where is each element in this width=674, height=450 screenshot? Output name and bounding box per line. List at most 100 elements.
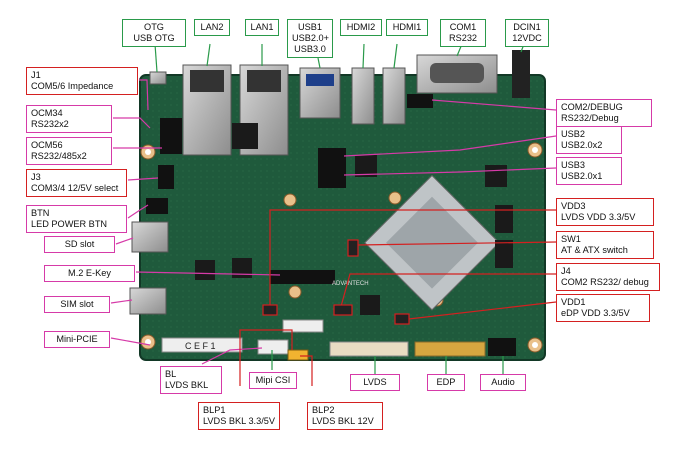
label-m2: M.2 E-Key	[44, 265, 135, 282]
label-sw1-title: SW1	[561, 234, 581, 244]
label-sd-title: SD slot	[64, 239, 95, 249]
label-blp1: BLP1 LVDS BKL 3.3/5V	[198, 402, 280, 430]
label-blp1-desc: LVDS BKL 3.3/5V	[203, 416, 276, 426]
label-usb1: USB1 USB2.0+ USB3.0	[287, 19, 333, 58]
label-audio: Audio	[480, 374, 526, 391]
header-ocm34	[160, 118, 182, 154]
leader-bl	[201, 347, 263, 365]
label-otg-title: OTG	[144, 22, 164, 32]
leader-sim	[110, 299, 133, 304]
label-usb3-desc: USB2.0x1	[561, 171, 603, 181]
chip	[355, 155, 377, 177]
com2-header	[407, 94, 433, 108]
label-sim-title: SIM slot	[60, 299, 94, 309]
label-com1-title: COM1	[449, 22, 477, 32]
mount-hole	[145, 149, 151, 155]
label-lan2: LAN2	[194, 19, 230, 36]
label-otg-desc: USB OTG	[133, 33, 175, 43]
label-ocm56-desc: RS232/485x2	[31, 151, 87, 161]
label-com1: COM1 RS232	[440, 19, 486, 47]
label-dcin1-desc: 12VDC	[512, 33, 542, 43]
label-usb2-title: USB2	[561, 129, 586, 139]
label-usb1-title: USB1	[297, 22, 322, 32]
leader-blp1	[239, 329, 293, 386]
sim-slot	[129, 287, 167, 315]
soc-inner	[386, 196, 478, 289]
label-sw1-desc: AT & ATX switch	[561, 245, 628, 255]
leader-m2	[135, 271, 281, 276]
m2-slot	[270, 270, 335, 284]
label-usb2-desc: USB2.0x2	[561, 140, 603, 150]
leader-usb3	[343, 167, 557, 176]
leader-ocm34	[113, 117, 151, 129]
label-j1: J1 COM5/6 Impedance	[26, 67, 138, 95]
header-j3	[158, 165, 174, 189]
sd-slot	[131, 221, 169, 253]
jumper-vdd3	[262, 304, 278, 316]
leader-hdmi1	[393, 43, 398, 69]
label-hdmi1-title: HDMI1	[392, 22, 422, 32]
leader-blp2	[300, 355, 313, 386]
mount-hole	[288, 285, 302, 299]
label-minipcie: Mini-PCIE	[44, 331, 110, 348]
chip	[195, 260, 215, 280]
chip	[495, 205, 513, 233]
label-ocm56-title: OCM56	[31, 140, 63, 150]
label-com2-title: COM2/DEBUG	[561, 102, 623, 112]
label-ocm34-desc: RS232x2	[31, 119, 69, 129]
label-com2-desc: RS232/Debug	[561, 113, 619, 123]
label-lvds-title: LVDS	[363, 377, 387, 387]
leader-lan2	[206, 43, 211, 67]
label-lan1-title: LAN1	[250, 22, 274, 32]
mount-hole	[532, 342, 538, 348]
label-ocm34: OCM34 RS232x2	[26, 105, 112, 133]
label-usb3: USB3 USB2.0x1	[556, 157, 622, 185]
label-vdd1: VDD1 eDP VDD 3.3/5V	[556, 294, 650, 322]
mount-hole	[283, 193, 297, 207]
minipcie-slot	[161, 337, 243, 353]
label-blp2: BLP2 LVDS BKL 12V	[307, 402, 383, 430]
leader-vdd1	[399, 301, 557, 321]
label-hdmi1: HDMI1	[386, 19, 428, 36]
label-usb3-title: USB3	[561, 160, 586, 170]
leader-com2	[431, 99, 557, 111]
label-usb1-line2: USB2.0+	[292, 33, 330, 43]
label-com2: COM2/DEBUG RS232/Debug	[556, 99, 652, 127]
mipi-connector	[282, 319, 324, 333]
chip	[232, 123, 258, 149]
mount-hole	[145, 339, 151, 345]
label-lan1: LAN1	[245, 19, 279, 36]
label-vdd3: VDD3 LVDS VDD 3.3/5V	[556, 198, 654, 226]
label-mipi: Mipi CSI	[249, 372, 297, 389]
label-vdd3-desc: LVDS VDD 3.3/5V	[561, 212, 636, 222]
label-sw1: SW1 AT & ATX switch	[556, 231, 654, 259]
label-btn-desc: LED POWER BTN	[31, 219, 108, 229]
label-bl-title: BL	[165, 369, 177, 379]
leader-vdd3	[269, 209, 556, 312]
label-vdd3-title: VDD3	[561, 201, 586, 211]
label-minipcie-title: Mini-PCIE	[56, 334, 98, 344]
label-ocm34-title: OCM34	[31, 108, 63, 118]
label-ocm56: OCM56 RS232/485x2	[26, 137, 112, 165]
jumper-sw1	[347, 239, 359, 257]
leader-hdmi2	[362, 43, 365, 69]
label-hdmi2: HDMI2	[340, 19, 382, 36]
label-blp2-title: BLP2	[312, 405, 335, 415]
blp-jumper	[287, 349, 309, 361]
leader-otg	[154, 43, 158, 73]
bl-connector	[257, 339, 289, 355]
chip	[495, 240, 513, 268]
label-vdd1-title: VDD1	[561, 297, 586, 307]
mount-hole	[388, 191, 402, 205]
lan2-port	[190, 70, 224, 92]
header-btn	[146, 198, 168, 214]
jumper-vdd1	[394, 313, 410, 325]
jumper-j4	[333, 304, 353, 316]
label-lvds: LVDS	[350, 374, 400, 391]
label-sd: SD slot	[44, 236, 115, 253]
usb1-port	[306, 74, 334, 86]
leader-minipcie	[110, 337, 151, 346]
leader-btn	[127, 204, 149, 219]
